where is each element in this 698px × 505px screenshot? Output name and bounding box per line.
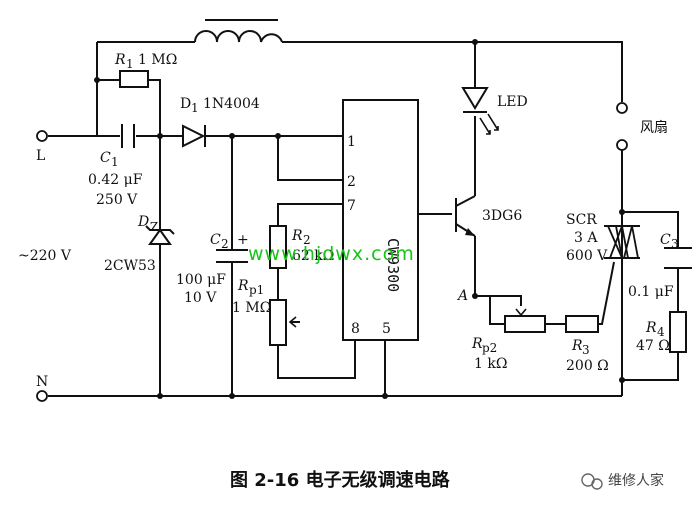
capacitor-C1: C 1 0.42 μF 250 V <box>88 124 143 208</box>
d1-value: 1N4004 <box>203 96 260 112</box>
r1-sub: 1 <box>126 57 134 71</box>
resistor-R2: R 2 62 kΩ <box>269 225 334 269</box>
capacitor-C3: C 3 0.1 μF <box>628 232 692 300</box>
wechat-icon <box>581 473 603 490</box>
c2-value2: 10 V <box>184 290 217 306</box>
r1-value: 1 MΩ <box>138 52 177 68</box>
capacitor-C2: C 2 + 100 μF 10 V <box>176 232 249 306</box>
led: LED <box>461 87 528 135</box>
scr-label: SCR <box>566 212 597 228</box>
fan-label: 风扇 <box>640 120 668 136</box>
resistor-R1: R 1 1 MΩ <box>114 52 177 88</box>
zener-D2: D Z 2CW53 <box>104 214 175 274</box>
rp2-sub: p2 <box>482 341 497 355</box>
d1-sub: 1 <box>191 101 199 115</box>
rp1-ref: R <box>237 278 249 294</box>
potentiometer-Rp1: R p1 1 MΩ <box>232 278 300 346</box>
wiring <box>48 41 679 397</box>
r2-value: 62 kΩ <box>292 248 334 264</box>
brand-logo: 维修人家 <box>581 472 664 490</box>
brand-text: 维修人家 <box>608 472 664 489</box>
r2-sub: 2 <box>303 233 311 247</box>
c2-value1: 100 μF <box>176 272 226 288</box>
diode-D1: D 1 1N4004 <box>180 96 260 148</box>
ic-CW9300: 1 2 7 8 5 CW9300 <box>342 99 419 341</box>
r2-ref: R <box>291 228 303 244</box>
rp2-ref: R <box>471 336 483 352</box>
potentiometer-Rp2: R p2 1 kΩ <box>471 308 546 372</box>
r3-value: 200 Ω <box>566 358 609 374</box>
r3-sub: 3 <box>582 343 590 357</box>
transistor-label: 3DG6 <box>482 208 522 224</box>
supply-voltage-label: ~220 V <box>18 248 72 264</box>
junction-dots <box>94 39 625 399</box>
r4-sub: 4 <box>657 325 665 339</box>
scr-value1: 3 A <box>574 230 598 246</box>
ic-pin-7: 7 <box>347 198 356 214</box>
c1-sub: 1 <box>111 155 119 169</box>
d2-sub: Z <box>150 220 158 234</box>
ic-pin-1: 1 <box>347 134 356 150</box>
rp2-value: 1 kΩ <box>474 356 507 372</box>
watermark: www.hjdwx.com <box>248 243 415 265</box>
triac-SCR: SCR 3 A 600 V <box>566 212 640 264</box>
terminal-N-label: N <box>36 374 48 390</box>
resistor-R4: R 4 47 Ω <box>636 311 687 354</box>
r1-ref: R <box>114 52 126 68</box>
c2-sub: 2 <box>221 237 229 251</box>
rp1-value: 1 MΩ <box>232 300 271 316</box>
ic-name: CW9300 <box>384 238 402 292</box>
rp1-sub: p1 <box>249 283 264 297</box>
d2-value: 2CW53 <box>104 258 156 274</box>
c2-plus: + <box>237 232 249 248</box>
d2-ref: D <box>137 214 149 230</box>
ic-pin-2: 2 <box>347 174 356 190</box>
terminal-L: L <box>36 130 48 164</box>
ic-pin-8: 8 <box>351 321 360 337</box>
inductor-coil <box>194 19 283 43</box>
d1-ref: D <box>180 96 191 112</box>
r4-ref: R <box>645 320 657 336</box>
c1-value1: 0.42 μF <box>88 172 143 188</box>
ic-pin-5: 5 <box>382 321 391 337</box>
c3-sub: 3 <box>671 237 679 251</box>
node-A-label: A <box>456 288 468 304</box>
r3-ref: R <box>571 338 583 354</box>
c1-ref: C <box>100 150 111 166</box>
c1-value2: 250 V <box>96 192 138 208</box>
c3-ref: C <box>660 232 671 248</box>
terminal-N: N <box>36 374 48 402</box>
figure-caption: 图 2-16 电子无级调速电路 <box>230 469 451 491</box>
c3-value: 0.1 μF <box>628 284 674 300</box>
scr-value2: 600 V <box>566 248 608 264</box>
c2-ref: C <box>210 232 221 248</box>
terminal-L-label: L <box>36 148 45 164</box>
resistor-R3: R 3 200 Ω <box>565 315 609 374</box>
led-label: LED <box>497 94 528 110</box>
transistor-3DG6: 3DG6 <box>455 195 522 237</box>
r4-value: 47 Ω <box>636 338 670 354</box>
fan-terminals: 风扇 <box>616 102 668 151</box>
